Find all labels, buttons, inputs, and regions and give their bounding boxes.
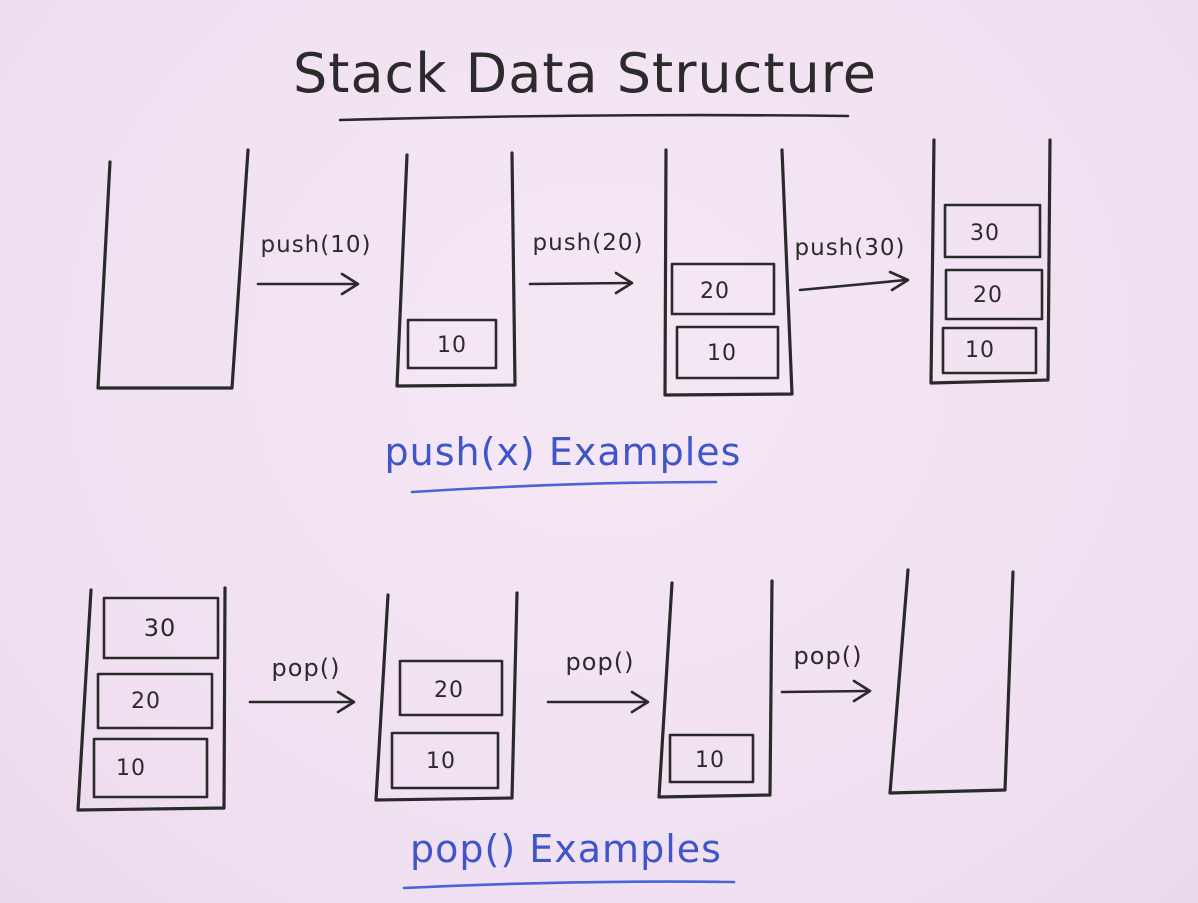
pop-arrow-2: pop()	[546, 648, 650, 714]
pop-stack-1: 30 20 10	[76, 586, 227, 812]
push-stack-2-item-1: 10	[437, 333, 467, 358]
push-arrow-1: push(10)	[256, 232, 372, 296]
push-stack-4-item-2: 20	[973, 283, 1003, 308]
title-underline	[338, 113, 850, 122]
pop-stack-1-item-1: 30	[144, 614, 177, 642]
pop-stack-4	[888, 568, 1015, 795]
push-stack-4: 30 20 10	[929, 138, 1052, 385]
pop-arrow-3: pop()	[780, 642, 872, 703]
pop-op-label-2: pop()	[566, 648, 635, 676]
pop-op-label-1: pop()	[272, 654, 341, 682]
push-op-label-2: push(20)	[533, 230, 644, 256]
push-op-label-3: push(30)	[795, 235, 906, 261]
pop-stack-2-item-2: 10	[426, 749, 456, 774]
push-arrow-3: push(30)	[795, 235, 910, 292]
pop-arrow-1: pop()	[248, 654, 356, 714]
pop-caption: pop() Examples	[410, 827, 722, 871]
push-stack-2: 10	[395, 151, 517, 388]
push-stack-4-item-1: 30	[970, 221, 1000, 246]
push-op-label-1: push(10)	[261, 232, 372, 258]
push-caption: push(x) Examples	[385, 430, 742, 474]
push-arrow-2: push(20)	[528, 230, 644, 295]
push-caption-underline	[410, 480, 718, 494]
push-stack-3-item-2: 10	[707, 341, 737, 366]
pop-stack-2: 20 10	[374, 591, 519, 802]
pop-stack-1-item-2: 20	[131, 689, 161, 714]
pop-op-label-3: pop()	[794, 642, 863, 670]
diagram-title: Stack Data Structure	[293, 42, 877, 105]
pop-stack-1-item-3: 10	[116, 756, 146, 781]
push-stack-3: 20 10	[663, 148, 794, 397]
pop-stack-3-item-1: 10	[695, 748, 725, 773]
push-stack-3-item-1: 20	[700, 279, 730, 304]
push-stack-1	[96, 148, 250, 390]
pop-caption-underline	[402, 880, 736, 890]
push-stack-4-item-3: 10	[965, 338, 995, 363]
pop-stack-2-item-1: 20	[434, 678, 464, 703]
pop-stack-3: 10	[657, 579, 774, 799]
